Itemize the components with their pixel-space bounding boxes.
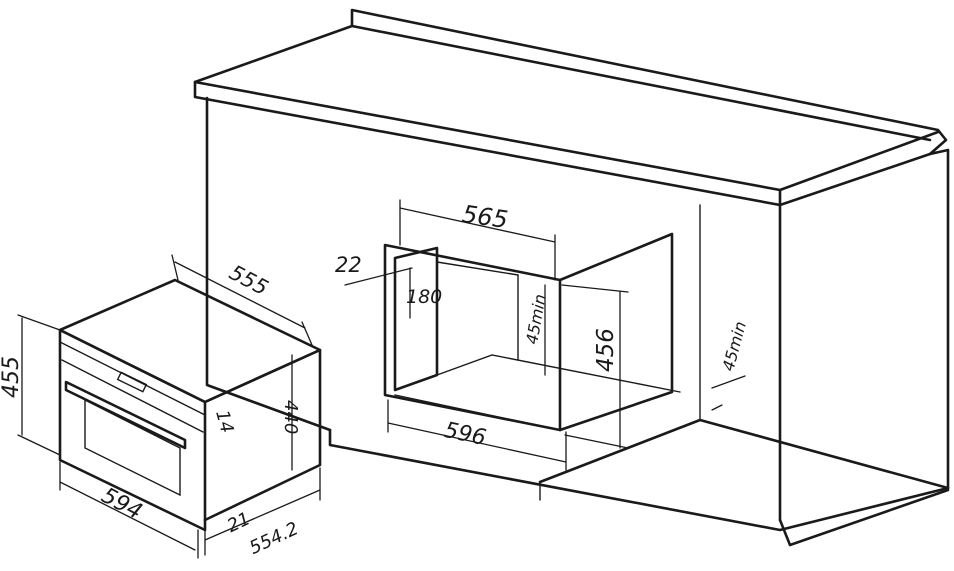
dim-line-565 [399, 207, 556, 243]
countertop-right-edge [778, 130, 940, 192]
opening-floor-back [436, 354, 681, 393]
plinth-line [538, 418, 950, 490]
dim-line-594 [59, 481, 196, 551]
oven [58, 278, 322, 532]
opening-top-inner [436, 261, 519, 276]
label-door-offset: 21 [224, 508, 254, 537]
dim-line-596 [387, 422, 567, 463]
label-min-gap-right: 45min [719, 319, 750, 373]
dim-line-555 [174, 261, 306, 329]
oven-top [58, 278, 322, 404]
label-oven-front-height: 455 [0, 356, 24, 398]
countertop-back-edge [350, 24, 932, 142]
label-oven-total-depth: 554.2 [246, 518, 302, 559]
label-panel-height: 180 [406, 286, 442, 308]
oven-handle [64, 380, 187, 450]
cabinet-front-left [205, 96, 332, 432]
opening-left-panel [393, 246, 439, 392]
dim-line-554-2 [204, 489, 321, 541]
dim-line-45min-right [711, 375, 746, 389]
countertop-front-edge [193, 80, 782, 207]
label-side-gap: 22 [335, 253, 362, 277]
dimension-labels: 565 22 180 45min 456 45min 596 555 455 4… [0, 200, 750, 559]
label-oven-depth: 555 [225, 260, 272, 300]
label-cabinet-height: 456 [593, 328, 619, 372]
countertop-top [193, 8, 948, 207]
label-oven-body-height: 440 [280, 400, 301, 434]
label-cabinet-depth-width: 596 [442, 418, 488, 451]
cabinet-right-panel [928, 148, 950, 490]
oven-window [84, 398, 181, 497]
dim-line-22 [344, 267, 413, 286]
cabinet [193, 8, 950, 547]
opening-door-open [558, 232, 674, 432]
label-oven-width: 594 [97, 483, 146, 525]
oven-right-side [203, 348, 322, 522]
oven-control-strip-lower [61, 359, 204, 433]
cabinet-plinth [328, 428, 950, 532]
opening-floor-front [394, 394, 561, 431]
oven-display [116, 371, 148, 393]
dimension-lines [17, 199, 746, 559]
label-cabinet-width: 565 [460, 200, 509, 234]
label-panel-thickness: 14 [211, 408, 237, 436]
cabinet-base [778, 488, 950, 547]
